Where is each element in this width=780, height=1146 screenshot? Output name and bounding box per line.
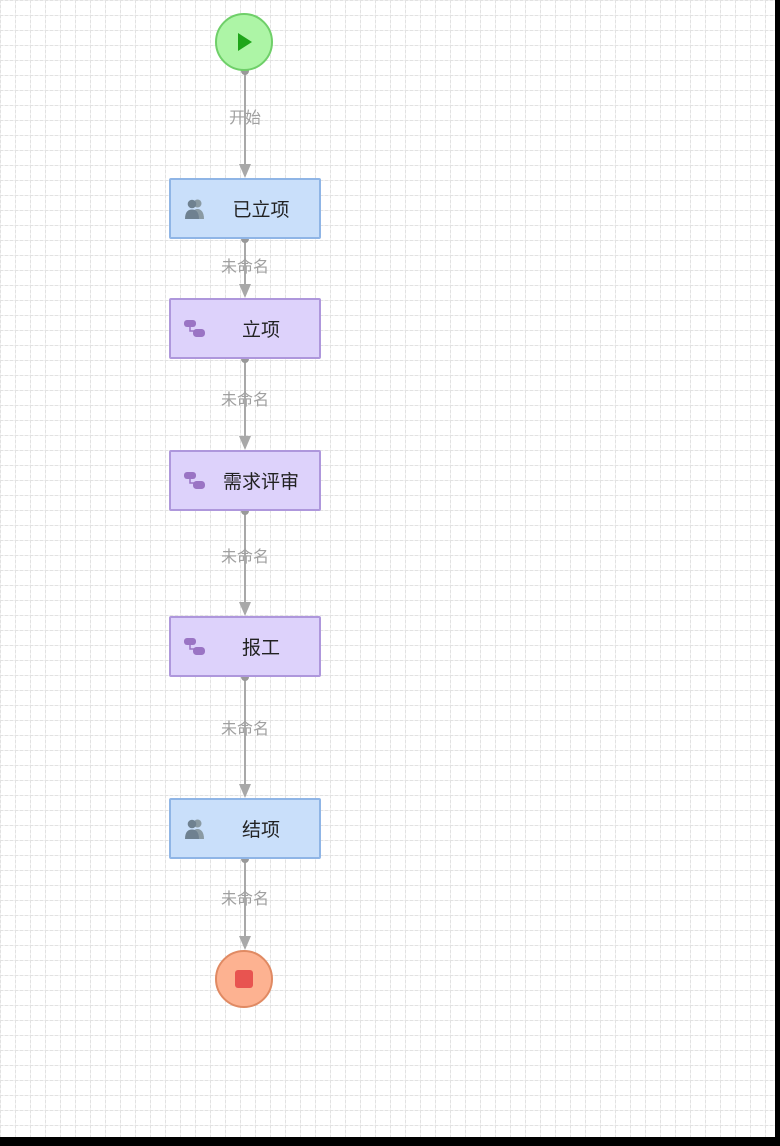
node-label: 结项 — [241, 819, 280, 841]
arrowhead-icon — [239, 284, 251, 298]
node-yi-li-xiang[interactable]: 已立项 — [169, 178, 321, 239]
node-label: 报工 — [241, 637, 280, 659]
arrowhead-icon — [239, 436, 251, 450]
arrowhead-icon — [239, 602, 251, 616]
arrowhead-icon — [239, 784, 251, 798]
node-li-xiang[interactable]: 立项 — [169, 298, 321, 359]
users-icon — [185, 819, 204, 839]
play-icon — [238, 33, 252, 51]
subprocess-icon — [184, 319, 205, 337]
node-label: 已立项 — [232, 199, 290, 221]
edge-label-3[interactable]: 未命名 — [220, 547, 270, 566]
node-label: 立项 — [241, 319, 280, 341]
edge-label-5[interactable]: 未命名 — [220, 889, 270, 908]
edge-label-2[interactable]: 未命名 — [220, 390, 270, 409]
arrowhead-icon — [239, 936, 251, 950]
node-label: 需求评审 — [222, 471, 299, 493]
edge-label-1[interactable]: 未命名 — [220, 257, 270, 276]
edge-label-4[interactable]: 未命名 — [220, 719, 270, 738]
subprocess-icon — [184, 471, 205, 489]
arrowhead-icon — [239, 164, 251, 178]
stop-icon — [235, 970, 253, 988]
users-icon — [185, 199, 204, 219]
node-jie-xiang[interactable]: 结项 — [169, 798, 321, 859]
start-event[interactable] — [215, 13, 273, 71]
subprocess-icon — [184, 637, 205, 655]
node-bao-gong[interactable]: 报工 — [169, 616, 321, 677]
node-xu-qiu-ping-shen[interactable]: 需求评审 — [169, 450, 321, 511]
edge-label-start[interactable]: 开始 — [228, 108, 262, 127]
end-event[interactable] — [215, 950, 273, 1008]
